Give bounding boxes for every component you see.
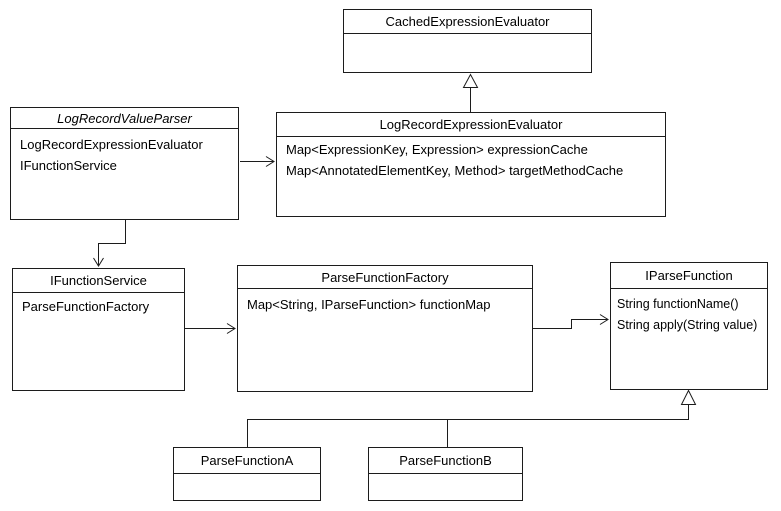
class-attribute: IFunctionService (20, 158, 117, 173)
class-body: String functionName() String apply(Strin… (611, 289, 767, 335)
class-attribute: Map<String, IParseFunction> functionMap (247, 297, 491, 312)
class-attribute: String apply(String value) (617, 317, 758, 332)
class-log-record-expression-evaluator: LogRecordExpressionEvaluator Map<Express… (276, 112, 666, 217)
generalization-arrow-pfa-pfb-to-ipf (247, 389, 697, 447)
class-title: CachedExpressionEvaluator (344, 10, 591, 34)
class-parse-function-a: ParseFunctionA (173, 447, 321, 501)
class-body: Map<ExpressionKey, Expression> expressio… (277, 137, 665, 181)
class-attribute: Map<AnnotatedElementKey, Method> targetM… (286, 163, 624, 178)
class-title: IFunctionService (13, 269, 184, 293)
class-title: ParseFunctionB (369, 448, 522, 474)
class-body: LogRecordExpressionEvaluator IFunctionSe… (11, 129, 238, 176)
class-title: LogRecordValueParser (11, 108, 238, 129)
generalization-arrow-lree-to-cached (462, 73, 479, 112)
association-arrow-lrvp-to-lree (240, 156, 275, 167)
class-title: ParseFunctionA (174, 448, 320, 474)
class-parse-function-factory: ParseFunctionFactory Map<String, IParseF… (237, 265, 533, 392)
class-log-record-value-parser: LogRecordValueParser LogRecordExpression… (10, 107, 239, 220)
class-title: IParseFunction (611, 263, 767, 289)
class-cached-expression-evaluator: CachedExpressionEvaluator (343, 9, 592, 73)
class-attribute: LogRecordExpressionEvaluator (20, 137, 203, 152)
association-arrow-pff-to-ipf (533, 314, 609, 329)
class-parse-function-b: ParseFunctionB (368, 447, 523, 501)
class-body: Map<String, IParseFunction> functionMap (238, 289, 532, 315)
class-attribute: ParseFunctionFactory (22, 299, 150, 314)
class-i-parse-function: IParseFunction String functionName() Str… (610, 262, 768, 390)
class-title: ParseFunctionFactory (238, 266, 532, 289)
class-attribute: String functionName() (617, 296, 739, 311)
association-arrow-ifs-to-pff (185, 323, 236, 334)
class-body: ParseFunctionFactory (13, 293, 184, 317)
class-title: LogRecordExpressionEvaluator (277, 113, 665, 137)
association-arrow-lrvp-to-ifs (93, 220, 126, 267)
class-attribute: Map<ExpressionKey, Expression> expressio… (286, 142, 588, 157)
class-i-function-service: IFunctionService ParseFunctionFactory (12, 268, 185, 391)
